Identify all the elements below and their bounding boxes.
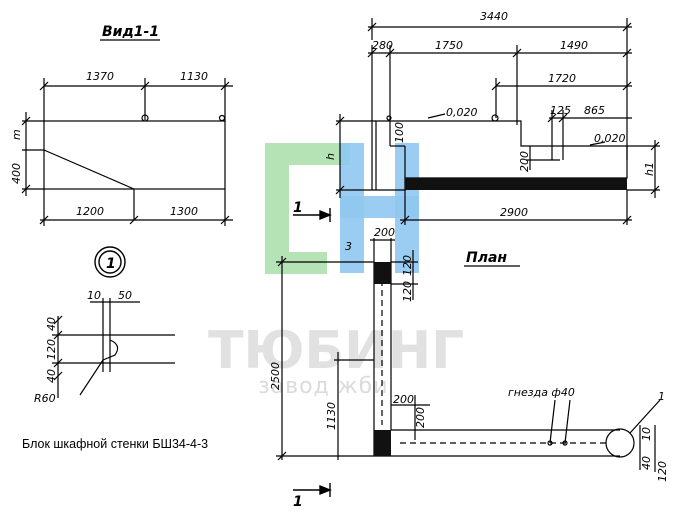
plan-hatch-top (374, 262, 391, 284)
watermark-subtitle: завод жби (258, 374, 389, 399)
plan-nests-label: гнезда ф40 (508, 386, 575, 399)
detail-marker (94, 246, 126, 278)
logo-green-top (265, 143, 350, 165)
plan-dim-200: 200 (374, 226, 395, 239)
dim-m: m (10, 129, 23, 140)
section-label-bottom: 1 (293, 494, 303, 510)
elev-dim-125: 125 (550, 104, 571, 117)
dim-1370: 1370 (86, 70, 114, 83)
watermark-logo: ТЮБИНГ завод жби (208, 143, 464, 399)
dim-400: 400 (10, 163, 23, 184)
plan-hatch-bottom (374, 430, 391, 456)
detail-marker-label: 1 (106, 256, 116, 272)
elevation-view (335, 18, 660, 225)
logo-green-bottom (265, 252, 327, 274)
elev-dim-865: 865 (584, 104, 605, 117)
elev-dim-200: 200 (518, 151, 531, 172)
elev-dim-h: h (324, 153, 337, 160)
elev-dim-1490: 1490 (560, 39, 588, 52)
detail-radius: R60 (34, 392, 56, 405)
plan-dim-1130: 1130 (325, 402, 338, 430)
elev-dim-100: 100 (393, 122, 406, 143)
plan-dim-40: 40 (640, 456, 653, 470)
elevation-hatch-bar (405, 178, 627, 190)
plan-dim-120c: 120 (656, 461, 669, 482)
elev-dim-3440: 3440 (480, 10, 508, 23)
section-label-top: 1 (293, 200, 303, 216)
plan-marker-1: 1 (658, 390, 665, 403)
plan-dim-200c: 200 (414, 407, 427, 428)
elev-dim-280: 280 (372, 39, 393, 52)
plan-dim-2500: 2500 (269, 362, 282, 390)
elev-dim-1750: 1750 (435, 39, 463, 52)
detail-dim-40b: 40 (45, 369, 58, 383)
elev-slope-1: 0,020 (446, 106, 478, 119)
watermark-title: ТЮБИНГ (208, 321, 464, 381)
detail-dim-10: 10 (87, 289, 101, 302)
plan-dim-200b: 200 (393, 393, 414, 406)
elev-dim-2900: 2900 (500, 206, 528, 219)
elev-dim-1720: 1720 (548, 72, 576, 85)
view1-title: Вид1-1 (102, 24, 159, 40)
view-1-1: Вид1-1 (21, 24, 233, 226)
logo-blue-mid (340, 196, 419, 218)
plan-dim-120a: 120 (401, 255, 414, 276)
dim-1130: 1130 (180, 70, 208, 83)
elev-dim-h1: h1 (643, 162, 656, 176)
plan-title: План (466, 250, 507, 266)
dim-1200: 1200 (76, 205, 104, 218)
detail-1 (52, 298, 175, 398)
detail-dim-50: 50 (118, 289, 132, 302)
elev-slope-2: 0,020 (594, 132, 626, 145)
plan-dim-10: 10 (640, 427, 653, 441)
plan-view (276, 238, 661, 472)
section-arrow-bottom (293, 483, 332, 497)
dim-1300: 1300 (170, 205, 198, 218)
plan-dim-120b: 120 (401, 281, 414, 302)
plan-marker-3: 3 (345, 240, 352, 253)
detail-dim-40: 40 (45, 317, 58, 331)
section-arrow-top (293, 208, 332, 222)
detail-dim-120: 120 (45, 339, 58, 360)
drawing-caption: Блок шкафной стенки БШ34-4-3 (22, 437, 208, 451)
